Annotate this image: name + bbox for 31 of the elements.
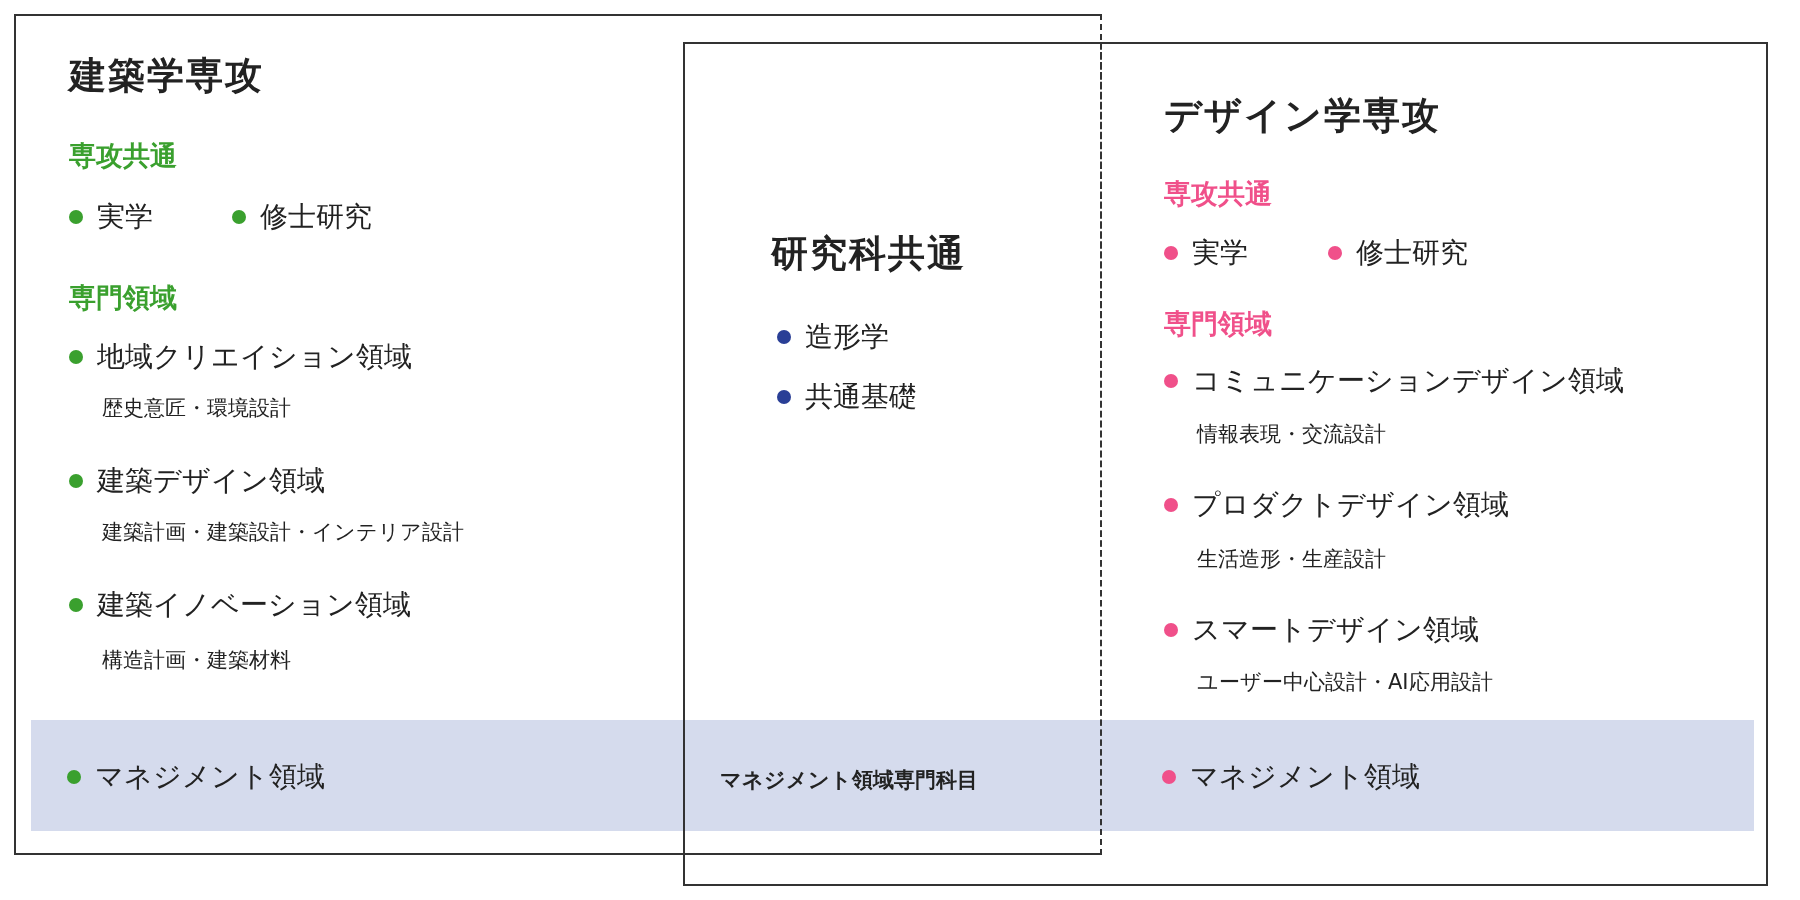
item-note: 建築計画・建築設計・インテリア設計 <box>102 520 464 546</box>
item-label: スマートデザイン領域 <box>1192 613 1479 647</box>
item-label: 建築イノベーション領域 <box>97 588 411 622</box>
item-label: 建築デザイン領域 <box>97 464 325 498</box>
item-note: 情報表現・交流設計 <box>1197 422 1386 448</box>
band-label: マネジメント領域専門科目 <box>720 768 978 794</box>
item-label: 実学 <box>97 200 153 234</box>
item-label: コミュニケーションデザイン領域 <box>1192 364 1624 398</box>
program-box <box>683 42 1768 886</box>
shared-band <box>31 720 1754 831</box>
item-label: プロダクトデザイン領域 <box>1192 488 1509 522</box>
heading: 建築学専攻 <box>69 54 264 99</box>
subheading: 専攻共通 <box>1164 178 1272 211</box>
heading: 研究科共通 <box>771 232 966 277</box>
item-note: 歴史意匠・環境設計 <box>102 396 291 422</box>
item-label: 共通基礎 <box>805 380 917 414</box>
item-label: 実学 <box>1192 236 1248 270</box>
item-note: 構造計画・建築材料 <box>102 648 291 674</box>
item-label: 地域クリエイション領域 <box>97 340 412 374</box>
item-note: ユーザー中心設計・AI応用設計 <box>1197 670 1493 696</box>
item-label: マネジメント領域 <box>1190 760 1420 794</box>
item-label: 造形学 <box>805 320 889 354</box>
subheading: 専攻共通 <box>69 140 177 173</box>
item-note: 生活造形・生産設計 <box>1197 547 1386 573</box>
item-label: 修士研究 <box>260 200 372 234</box>
item-label: マネジメント領域 <box>95 760 325 794</box>
program-box <box>14 14 1102 855</box>
item-label: 修士研究 <box>1356 236 1468 270</box>
subheading: 専門領域 <box>69 282 177 315</box>
subheading: 専門領域 <box>1164 308 1272 341</box>
heading: デザイン学専攻 <box>1164 94 1441 139</box>
